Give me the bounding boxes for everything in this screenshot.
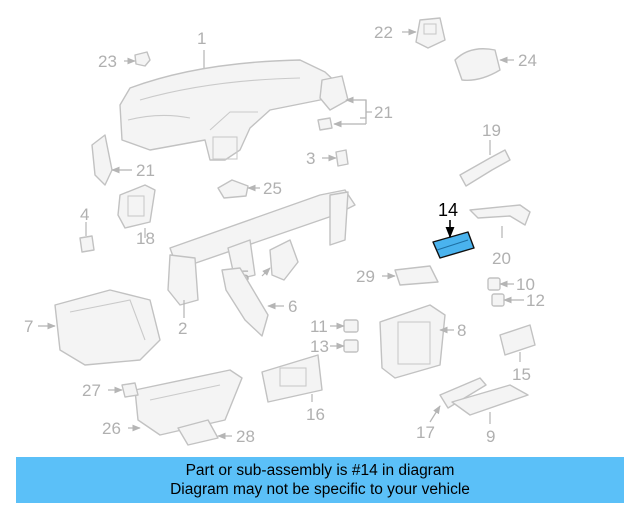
part-14-highlighted: [432, 231, 475, 259]
callout-21-left: 21: [136, 161, 155, 180]
part-25-bracket: [217, 179, 249, 199]
callout-20: 20: [492, 249, 511, 268]
callout-24: 24: [518, 51, 537, 70]
exploded-parts-diagram: 1 23 22 24 21 21 3 25: [24, 17, 545, 446]
part-20-bracket: [469, 204, 531, 226]
part-21-vent-left: [91, 134, 113, 186]
callout-27: 27: [82, 381, 101, 400]
callout-19: 19: [482, 121, 501, 140]
part-9-console-panel: [451, 384, 529, 416]
callout-17: 17: [416, 423, 435, 442]
info-banner: Part or sub-assembly is #14 in diagram D…: [16, 457, 624, 503]
part-27-clip: [121, 382, 139, 398]
part-11-switch: [343, 319, 359, 333]
callout-3: 3: [306, 149, 315, 168]
callout-14: 14: [438, 200, 458, 220]
callout-22: 22: [374, 23, 393, 42]
part-6-bracket: [221, 267, 269, 337]
part-24-cover: [454, 48, 501, 81]
part-26-lower-panel: [134, 369, 243, 436]
callout-13: 13: [310, 337, 329, 356]
callout-9: 9: [486, 427, 495, 446]
callout-2: 2: [178, 319, 187, 338]
callout-1: 1: [197, 29, 206, 48]
part-17-console-trim: [439, 377, 487, 409]
callout-15: 15: [512, 365, 531, 384]
banner-line-part: Part or sub-assembly is #14 in diagram: [185, 462, 455, 479]
callout-16: 16: [306, 405, 325, 424]
part-8-center-bezel: [379, 304, 446, 379]
callout-23: 23: [98, 52, 117, 71]
callout-11: 11: [310, 317, 328, 336]
callout-29: 29: [356, 267, 375, 286]
callout-18: 18: [136, 229, 155, 248]
part-5-bracket: [269, 239, 299, 281]
callout-25: 25: [263, 179, 282, 198]
part-21-vent-right: [317, 75, 349, 131]
part-13-switch: [343, 339, 359, 353]
part-18-vent: [117, 184, 156, 229]
callout-6: 6: [288, 297, 297, 316]
part-12-clip: [491, 293, 505, 307]
callout-10: 10: [516, 275, 535, 294]
part-29-panel: [394, 265, 439, 286]
callout-28: 28: [236, 427, 255, 446]
callout-7: 7: [24, 317, 33, 336]
callout-8: 8: [457, 321, 466, 340]
part-7-glove-box: [54, 289, 161, 366]
callout-12: 12: [526, 291, 545, 310]
callout-4: 4: [80, 205, 89, 224]
part-1-dashboard-panel: [119, 59, 341, 161]
part-16-console-box: [261, 354, 323, 403]
part-3-clip: [335, 149, 349, 167]
part-4-clip: [79, 235, 95, 253]
callout-21-right: 21: [374, 103, 393, 122]
part-10-clip: [487, 277, 501, 291]
part-23-clip: [134, 51, 151, 67]
part-reinforcement-beam: [167, 189, 356, 306]
part-22-switch: [415, 17, 446, 49]
part-19-bracket: [459, 149, 511, 187]
part-15-cover: [499, 324, 536, 356]
callout-26: 26: [102, 419, 121, 438]
banner-line-disclaimer: Diagram may not be specific to your vehi…: [170, 481, 470, 498]
